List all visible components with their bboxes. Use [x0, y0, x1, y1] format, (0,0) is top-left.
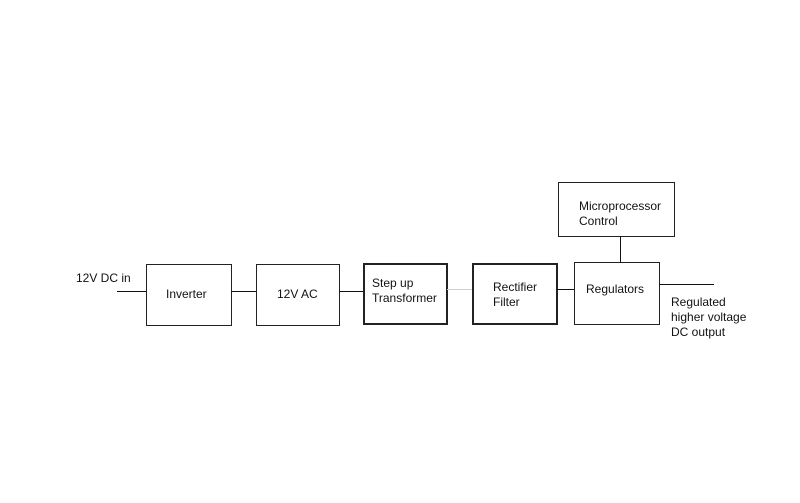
rectifier-block: Rectifier Filter — [472, 263, 558, 325]
connector-inverter-ac — [231, 291, 257, 292]
rectifier-label-line2: Filter — [493, 295, 520, 309]
microprocessor-label-line1: Microprocessor — [579, 199, 662, 213]
inverter-block: Inverter — [146, 264, 232, 326]
output-label-line3: DC output — [671, 325, 726, 339]
transformer-label-line2: Transformer — [372, 291, 437, 305]
output-line — [659, 284, 714, 285]
output-label-line2: higher voltage — [671, 310, 747, 324]
inverter-label: Inverter — [166, 287, 207, 301]
regulators-block: Regulators — [574, 262, 660, 325]
output-label-line1: Regulated — [671, 295, 726, 309]
connector-ac-transformer — [339, 291, 364, 292]
transformer-label-line1: Step up — [372, 276, 414, 290]
connector-transformer-rectifier — [447, 289, 473, 290]
rectifier-label-line1: Rectifier — [493, 280, 538, 294]
input-line — [117, 291, 147, 292]
regulators-label: Regulators — [586, 282, 645, 296]
microprocessor-block: Microprocessor Control — [558, 182, 675, 237]
connector-micro-regulators — [620, 236, 621, 263]
transformer-block: Step up Transformer — [363, 263, 448, 325]
input-label: 12V DC in — [76, 271, 131, 285]
ac-block: 12V AC — [256, 264, 340, 326]
microprocessor-label-line2: Control — [579, 214, 618, 228]
connector-rectifier-regulators — [557, 289, 575, 290]
ac-label: 12V AC — [277, 287, 318, 301]
